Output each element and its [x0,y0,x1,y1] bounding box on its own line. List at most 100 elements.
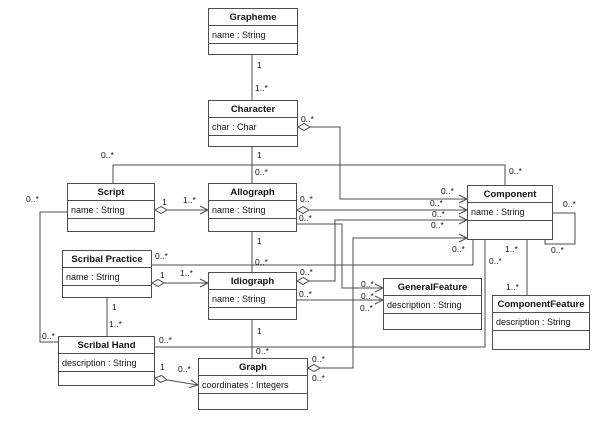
class-operations-compartment [63,286,151,297]
class-attribute: description : String [59,354,154,372]
class-title: Scribal Practice [63,251,151,268]
class-title: Scribal Hand [59,337,154,354]
class-title: Allograph [209,184,296,201]
class-attribute: description : String [493,313,589,331]
class-character: Character char : Char [208,100,298,147]
multiplicity-label: 0..* [551,245,564,255]
class-title: Graph [199,359,307,376]
association-script-component [112,164,506,185]
multiplicity-label: 0..* [441,186,454,196]
multiplicity-label: 1 [257,60,262,70]
multiplicity-label: 1..* [109,319,122,329]
class-title: Idiograph [209,273,296,290]
aggregation-diamond-icon [296,205,310,215]
multiplicity-label: 0..* [452,244,465,254]
aggregation-diamond-icon [296,276,310,286]
multiplicity-label: 0..* [300,267,313,277]
class-component: Component name : String [467,185,553,240]
class-operations-compartment [209,44,297,54]
class-idiograph: Idiograph name : String [208,272,297,320]
class-attribute: char : Char [209,118,297,136]
class-scribal-practice: Scribal Practice name : String [62,250,152,298]
class-title: GeneralFeature [384,279,481,296]
class-general-feature: GeneralFeature description : String [383,278,482,330]
multiplicity-label: 0..* [312,354,325,364]
multiplicity-label: 0..* [159,335,172,345]
class-title: Grapheme [209,9,297,26]
multiplicity-label: 0..* [489,256,502,266]
class-attribute: coordinates : Integers [199,376,307,394]
multiplicity-label: 1..* [255,83,268,93]
multiplicity-label: 0..* [26,194,39,204]
multiplicity-label: 1..* [505,244,518,254]
class-attribute: description : String [384,296,481,314]
class-grapheme: Grapheme name : String [208,8,298,55]
class-attribute: name : String [68,201,154,219]
aggregation-diamond-icon [154,205,168,215]
class-attribute: name : String [209,26,297,44]
multiplicity-label: 0..* [312,373,325,383]
class-allograph: Allograph name : String [208,183,297,232]
class-script: Script name : String [67,183,155,232]
association-scribalpractice-component [152,240,474,266]
class-operations-compartment [209,219,296,231]
aggregation-diamond-icon [154,374,168,383]
aggregation-diamond-icon [297,122,311,132]
multiplicity-label: 0..* [431,220,444,230]
aggregation-diamond-icon [307,363,321,373]
multiplicity-label: 1..* [506,282,519,292]
class-operations-compartment [209,308,296,319]
class-attribute: name : String [209,201,296,219]
multiplicity-label: 1 [160,362,165,372]
class-attribute: name : String [209,290,296,308]
multiplicity-label: 0..* [299,213,312,223]
multiplicity-label: 0..* [255,167,268,177]
multiplicity-label: 0..* [430,198,443,208]
class-scribal-hand: Scribal Hand description : String [58,336,155,386]
multiplicity-label: 1 [162,197,167,207]
association-graph-component [308,237,467,369]
multiplicity-label: 1..* [183,195,196,205]
class-title: Component [468,186,552,203]
class-operations-compartment [68,219,154,231]
class-operations-compartment [209,136,297,146]
multiplicity-label: 0..* [360,303,373,313]
multiplicity-label: 1 [160,270,165,280]
multiplicity-label: 1 [257,150,262,160]
class-attribute: name : String [63,268,151,286]
class-operations-compartment [59,372,154,385]
multiplicity-label: 0..* [300,194,313,204]
multiplicity-label: 1..* [180,268,193,278]
multiplicity-label: 0..* [101,150,114,160]
multiplicity-label: 1 [112,302,117,312]
multiplicity-label: 0..* [563,199,576,209]
multiplicity-label: 0..* [509,166,522,176]
association-component-self [544,212,576,245]
association-idiograph-component [297,219,467,282]
association-allograph-generalfeature [297,223,383,289]
class-title: Script [68,184,154,201]
association-scribalhand-component [155,240,486,348]
multiplicity-label: 0..* [299,289,312,299]
association-character-component [298,126,467,200]
class-component-feature: ComponentFeature description : String [492,295,590,350]
multiplicity-label: 0..* [361,291,374,301]
multiplicity-label: 0..* [432,209,445,219]
multiplicity-label: 0..* [255,257,268,267]
multiplicity-label: 0..* [42,331,55,341]
class-graph: Graph coordinates : Integers [198,358,308,410]
multiplicity-label: 0..* [301,114,314,124]
aggregation-diamond-icon [151,278,165,288]
multiplicity-label: 0..* [178,364,191,374]
class-operations-compartment [384,314,481,329]
class-title: Character [209,101,297,118]
class-operations-compartment [493,331,589,349]
multiplicity-label: 1 [257,326,262,336]
association-script-scribalhand [39,211,67,343]
multiplicity-label: 1 [257,236,262,246]
multiplicity-label: 0..* [361,279,374,289]
class-operations-compartment [199,394,307,409]
class-operations-compartment [468,221,552,239]
class-title: ComponentFeature [493,296,589,313]
